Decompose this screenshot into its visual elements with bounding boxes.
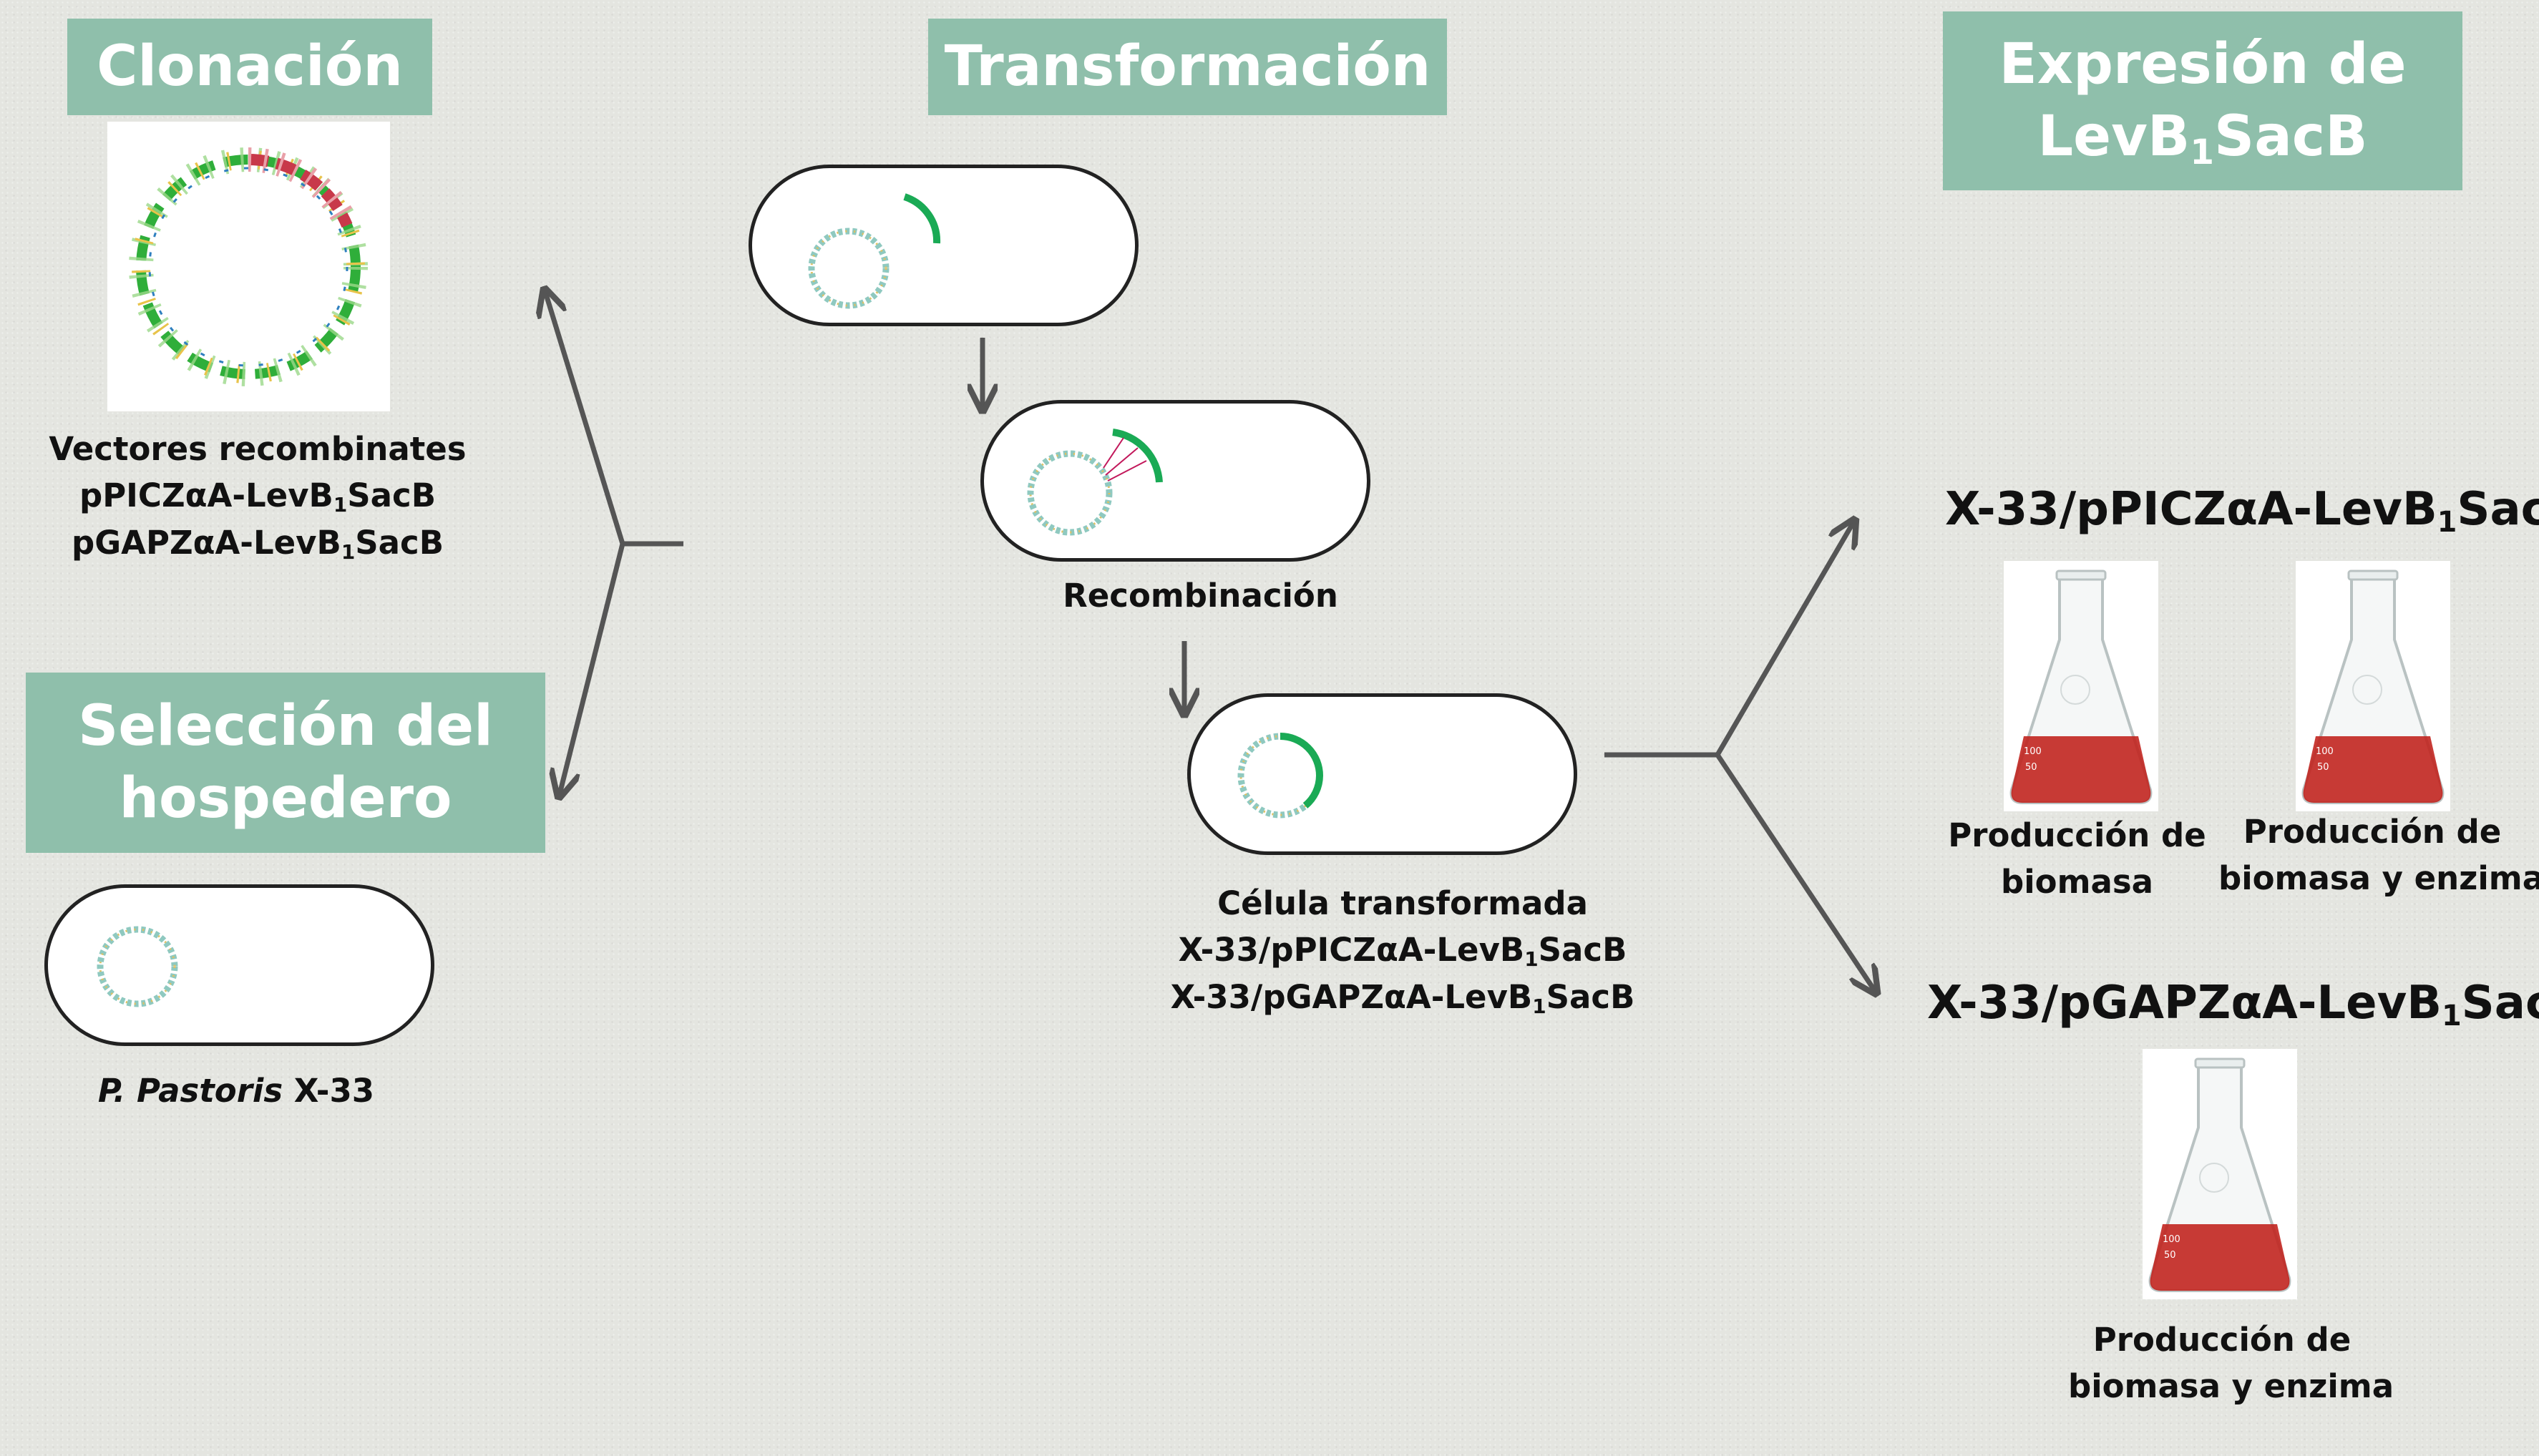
host-caption: P. Pastoris X-33	[57, 1067, 415, 1114]
clonacion-caption-line2: pPICZαA-LevB1SacB	[79, 477, 436, 517]
cell-step1	[749, 165, 1139, 326]
cell-step2	[980, 400, 1370, 562]
strain-title-bottom: X-33/pGAPZαA-LevB1SacB	[1927, 977, 2539, 1032]
flask-icon: 100 50	[2301, 570, 2445, 804]
seleccion-title-line2: hospedero	[119, 766, 452, 831]
dna-ring-icon	[129, 147, 368, 386]
clonacion-header: Clonación	[67, 19, 432, 115]
flask-top-left: 100 50	[2004, 561, 2158, 811]
flask-top-right: 100 50	[2296, 561, 2450, 811]
transformacion-header: Transformación	[928, 19, 1447, 115]
recombinacion-label: Recombinación	[1063, 577, 1338, 615]
host-cell	[44, 884, 434, 1046]
host-species: P. Pastoris	[97, 1072, 283, 1110]
flask-caption-top-left: Producción de biomasa	[1948, 816, 2206, 902]
svg-text:100: 100	[2316, 746, 2334, 757]
plasmid-icon	[1027, 429, 1163, 536]
flask-icon: 100 50	[2009, 570, 2153, 804]
flask-icon: 100 50	[2148, 1057, 2291, 1292]
arrow-icon	[1715, 522, 1853, 756]
svg-text:100: 100	[2163, 1234, 2180, 1245]
expresion-title-line2: LevB1SacB	[2037, 104, 2368, 173]
expresion-title-line1: Expresión de	[1999, 31, 2407, 97]
transformed-caption-line3: X-33/pGAPZαA-LevB1SacB	[1170, 977, 1635, 1018]
transformacion-title: Transformación	[944, 34, 1431, 99]
clonacion-caption: Vectores recombinates pPICZαA-LevB1SacB …	[43, 426, 472, 566]
plasmid-icon	[97, 926, 178, 1007]
arrow-icon	[560, 543, 625, 794]
svg-text:100: 100	[2024, 746, 2042, 757]
dna-ring-image	[107, 122, 390, 411]
svg-text:50: 50	[2025, 762, 2037, 773]
clonacion-title: Clonación	[97, 34, 403, 99]
plasmid-icon	[808, 193, 941, 309]
flask-bottom: 100 50	[2143, 1049, 2297, 1299]
flask-caption-top-right: Producción de biomasa y enzima	[2218, 813, 2539, 898]
flask-caption-bottom: Producción de biomasa y enzima	[2068, 1321, 2394, 1406]
arrow-icon	[1715, 753, 1875, 991]
strain-title-top: X-33/pPICZαA-LevB1SacB	[1945, 483, 2539, 539]
arrow-icon	[545, 292, 625, 545]
expresion-header: Expresión de LevB1SacB	[1943, 11, 2462, 190]
host-strain: X-33	[283, 1072, 375, 1110]
seleccion-title-line1: Selección del	[78, 693, 493, 758]
transformed-caption-line2: X-33/pPICZαA-LevB1SacB	[1178, 931, 1627, 972]
plasmid-icon	[1237, 733, 1324, 819]
svg-text:50: 50	[2164, 1250, 2176, 1261]
transformed-caption-line1: Célula transformada	[1217, 884, 1588, 922]
clonacion-caption-line1: Vectores recombinates	[49, 430, 467, 468]
clonacion-caption-line3: pGAPZαA-LevB1SacB	[71, 523, 444, 564]
svg-text:50: 50	[2317, 762, 2329, 773]
transformed-caption: Célula transformada X-33/pPICZαA-LevB1Sa…	[1159, 880, 1646, 1020]
cell-transformed	[1187, 693, 1577, 855]
seleccion-header: Selección del hospedero	[26, 673, 545, 853]
